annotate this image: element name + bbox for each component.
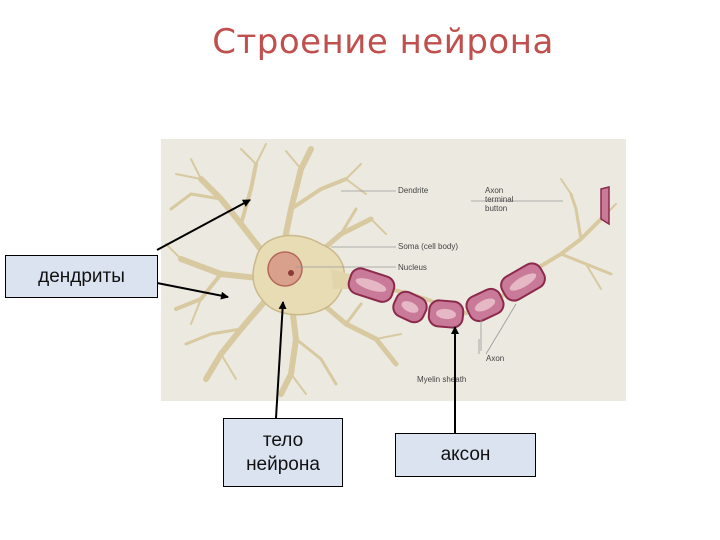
callout-cell-body: тело нейрона bbox=[223, 418, 343, 487]
callout-axon: аксон bbox=[395, 433, 536, 477]
arrow-cell-body bbox=[276, 302, 283, 418]
arrow-dendrites-upper bbox=[157, 200, 250, 250]
arrow-dendrites-lower bbox=[157, 283, 228, 297]
callout-dendrites: дендриты bbox=[5, 255, 158, 298]
